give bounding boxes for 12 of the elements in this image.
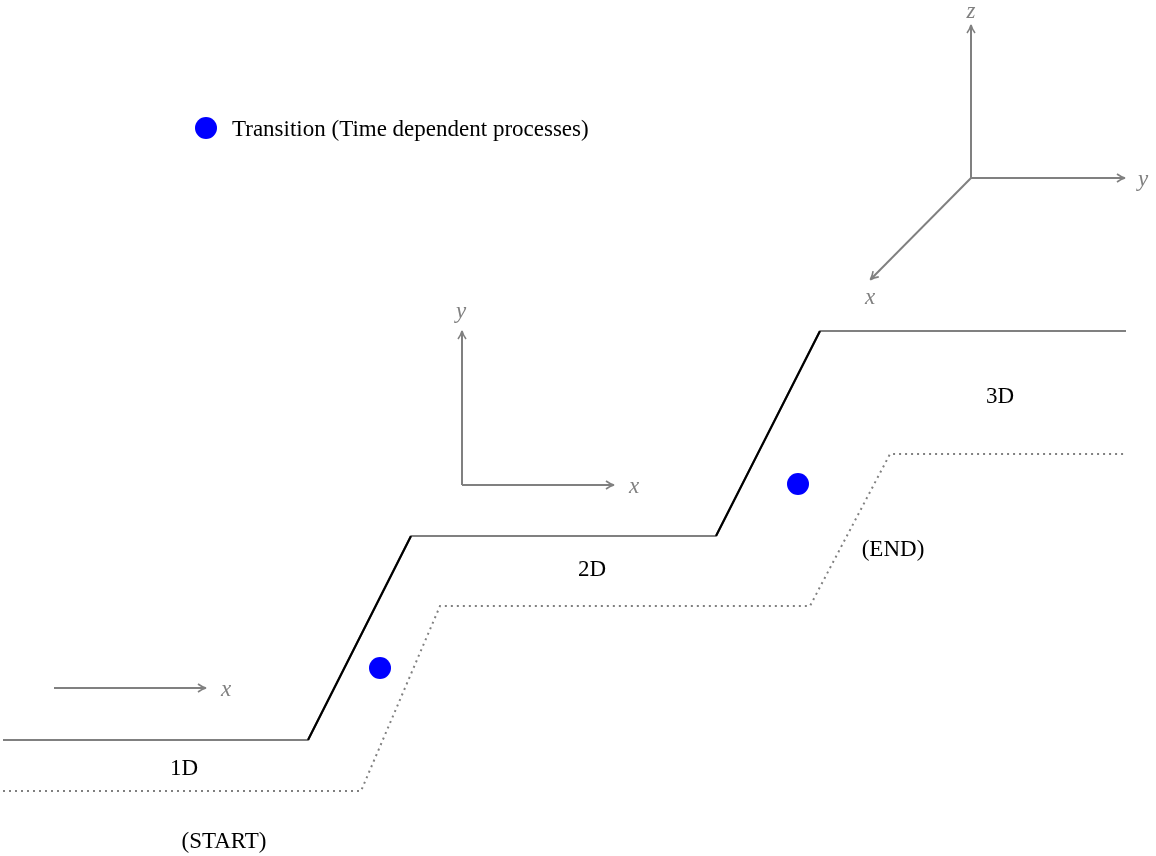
- axis-label: x: [628, 473, 640, 497]
- stage-label: (START): [181, 828, 267, 852]
- stage-label: 3D: [985, 383, 1015, 407]
- axis-label: x: [220, 676, 232, 700]
- stage-label: 1D: [169, 755, 199, 779]
- stage-label: (END): [861, 536, 925, 560]
- axis-label: z: [966, 0, 976, 22]
- axis-label: y: [1137, 166, 1149, 190]
- axis-label: x: [864, 284, 876, 308]
- axis-label: y: [455, 298, 467, 322]
- legend-text: Transition (Time dependent processes): [232, 116, 589, 140]
- stage-label: 2D: [577, 556, 607, 580]
